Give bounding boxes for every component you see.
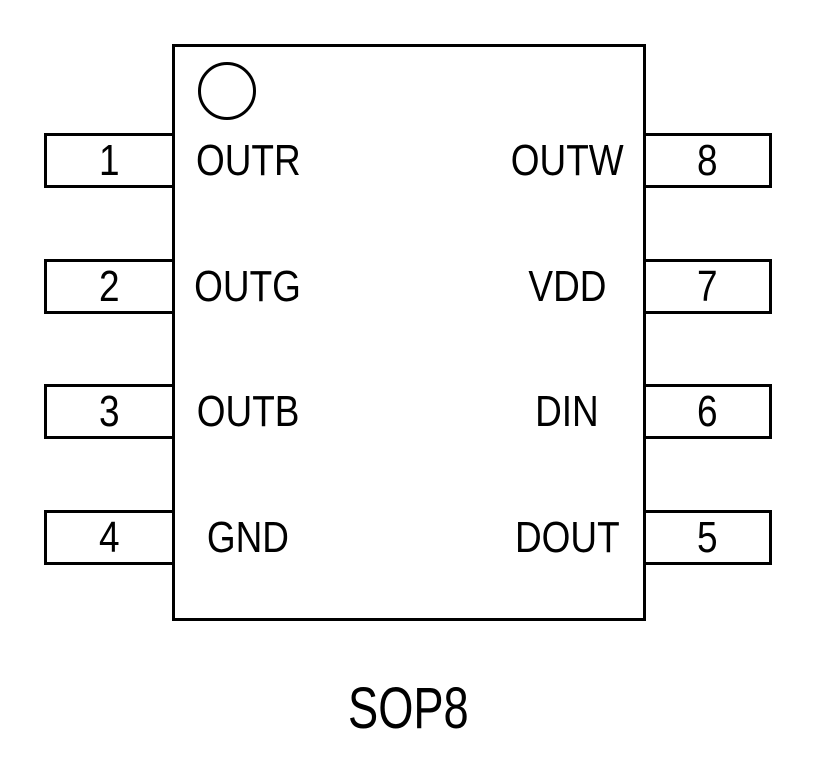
pin-number: 6 <box>697 386 718 436</box>
pin-label-din: DIN <box>535 386 599 436</box>
pin-box-4: 4 <box>44 510 175 565</box>
pin-label-gnd: GND <box>206 512 290 562</box>
pin-number: 1 <box>99 135 120 185</box>
pin-box-1: 1 <box>44 133 175 188</box>
ic-body-outline <box>172 44 646 621</box>
pin-label-outr: OUTR <box>195 135 301 185</box>
pin-box-3: 3 <box>44 384 175 439</box>
pin-label-outb: OUTB <box>196 386 300 436</box>
pin1-indicator-circle <box>198 62 256 120</box>
pin-label-vdd: VDD <box>527 261 607 311</box>
package-name: SOP8 <box>347 676 469 741</box>
pin-box-2: 2 <box>44 259 175 314</box>
pin-label-outw: OUTW <box>510 135 624 185</box>
pin-label-dout: DOUT <box>514 512 620 562</box>
pin-box-6: 6 <box>643 384 772 439</box>
pin-number: 7 <box>697 261 718 311</box>
pin-number: 4 <box>99 512 120 562</box>
pin-number: 5 <box>697 512 718 562</box>
pin-box-5: 5 <box>643 510 772 565</box>
pin-box-8: 8 <box>643 133 772 188</box>
pin-label-outg: OUTG <box>194 261 302 311</box>
pin-number: 8 <box>697 135 718 185</box>
pin-number: 3 <box>99 386 120 436</box>
pin-box-7: 7 <box>643 259 772 314</box>
pin-number: 2 <box>99 261 120 311</box>
